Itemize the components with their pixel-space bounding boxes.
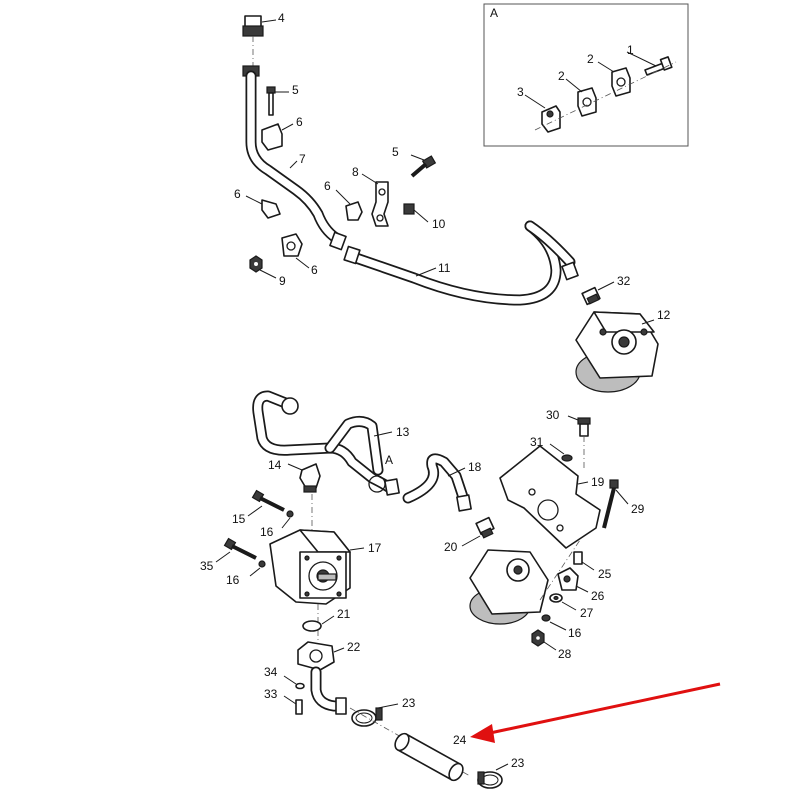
callout-5b: 5 xyxy=(392,145,399,159)
callout-20: 20 xyxy=(444,540,458,554)
callout-28: 28 xyxy=(558,647,572,661)
callout-7: 7 xyxy=(299,152,306,166)
callout-16c: 16 xyxy=(568,626,582,640)
part-33-bolt: 33 xyxy=(264,687,303,715)
callout-21: 21 xyxy=(337,607,351,621)
callout-13: 13 xyxy=(396,425,410,439)
part-22-suction-flange: 22 xyxy=(297,640,361,715)
callout-29: 29 xyxy=(631,502,645,516)
detail-a-box: A 1 2 2 3 xyxy=(483,3,689,147)
callout-25: 25 xyxy=(598,567,612,581)
callout-30: 30 xyxy=(546,408,560,422)
callout-35: 35 xyxy=(200,559,214,573)
callout-32: 32 xyxy=(617,274,631,288)
part-29-bolt: 29 xyxy=(602,479,645,529)
part-31-washer: 31 xyxy=(530,435,573,462)
part-23-hose-clamp-b: 23 xyxy=(477,756,525,789)
part-12-steering-unit: 12 xyxy=(575,308,671,393)
callout-15: 15 xyxy=(232,512,246,526)
part-20-fitting: 20 xyxy=(444,516,495,554)
part-18-hose: 18 xyxy=(402,453,482,512)
callout-12: 12 xyxy=(657,308,671,322)
part-16-washer-b: 16 xyxy=(226,560,266,587)
part-7-pipe: 7 xyxy=(242,65,347,251)
part-8-bracket: 8 xyxy=(352,165,389,227)
part-32-fitting: 32 xyxy=(581,274,631,306)
callout-6c: 6 xyxy=(311,263,318,277)
part-3-bracket xyxy=(541,105,561,133)
part-17-pump: 17 xyxy=(269,529,382,605)
callout-6d: 6 xyxy=(324,179,331,193)
callout-1: 1 xyxy=(627,43,634,57)
part-15-bolt: 15 xyxy=(232,489,285,526)
part-6-clamp-d: 6 xyxy=(324,179,363,221)
callout-6a: 6 xyxy=(296,115,303,129)
part-1-bolt xyxy=(644,56,673,76)
detail-a-reference: A xyxy=(385,453,393,467)
callout-3: 3 xyxy=(517,85,524,99)
part-26-bushing: 26 xyxy=(557,567,605,603)
callout-17: 17 xyxy=(368,541,382,555)
part-6-clamp-b: 6 xyxy=(234,187,281,219)
callout-2a: 2 xyxy=(587,52,594,66)
part-14-elbow: 14 xyxy=(268,458,321,493)
highlight-arrow xyxy=(470,682,721,743)
part-10-nut: 10 xyxy=(403,203,446,231)
part-13-pipe: 13 A xyxy=(252,390,410,496)
callout-27: 27 xyxy=(580,606,594,620)
part-25-spacer: 25 xyxy=(573,551,612,581)
callout-9: 9 xyxy=(279,274,286,288)
callout-23a: 23 xyxy=(402,696,416,710)
callout-33: 33 xyxy=(264,687,278,701)
part-5-bolt-upper: 5 xyxy=(266,83,299,116)
callout-16b: 16 xyxy=(226,573,240,587)
part-5-bolt-lower: 5 xyxy=(392,145,437,178)
part-4-fitting: 4 xyxy=(242,11,285,37)
part-24-suction-hose: 24 xyxy=(394,732,467,782)
part-21-o-ring: 21 xyxy=(302,607,351,632)
part-23-hose-clamp-a: 23 xyxy=(351,696,416,727)
detail-a-label: A xyxy=(490,6,498,20)
part-35-bolt: 35 xyxy=(200,537,257,573)
part-2-clamp-lower xyxy=(577,87,597,117)
callout-19: 19 xyxy=(591,475,605,489)
part-28-nut: 28 xyxy=(531,629,572,661)
callout-10: 10 xyxy=(432,217,446,231)
part-19-mounting-bracket: 19 xyxy=(499,445,605,549)
callout-24: 24 xyxy=(453,733,467,747)
part-27-washer: 27 xyxy=(549,593,594,620)
callout-16a: 16 xyxy=(260,525,274,539)
callout-6b: 6 xyxy=(234,187,241,201)
part-16-washer-c: 16 xyxy=(541,614,582,640)
part-6-clamp-a: 6 xyxy=(261,115,303,151)
steering-unit-lower xyxy=(469,549,549,625)
part-6-clamp-c: 6 xyxy=(281,233,318,277)
callout-2b: 2 xyxy=(558,69,565,83)
callout-4: 4 xyxy=(278,11,285,25)
callout-8: 8 xyxy=(352,165,359,179)
part-34-washer: 34 xyxy=(264,665,305,690)
callout-5a: 5 xyxy=(292,83,299,97)
callout-11: 11 xyxy=(438,261,451,275)
callout-23b: 23 xyxy=(511,756,525,770)
callout-14: 14 xyxy=(268,458,282,472)
part-11-hose: 11 xyxy=(343,220,579,306)
callout-26: 26 xyxy=(591,589,605,603)
part-9-nut: 9 xyxy=(249,255,286,288)
part-2-clamp-upper xyxy=(611,67,631,97)
callout-18: 18 xyxy=(468,460,482,474)
callout-34: 34 xyxy=(264,665,278,679)
callout-22: 22 xyxy=(347,640,361,654)
callout-31: 31 xyxy=(530,435,544,449)
part-30-bolt: 30 xyxy=(546,408,591,437)
part-16-washer-a: 16 xyxy=(260,510,294,539)
